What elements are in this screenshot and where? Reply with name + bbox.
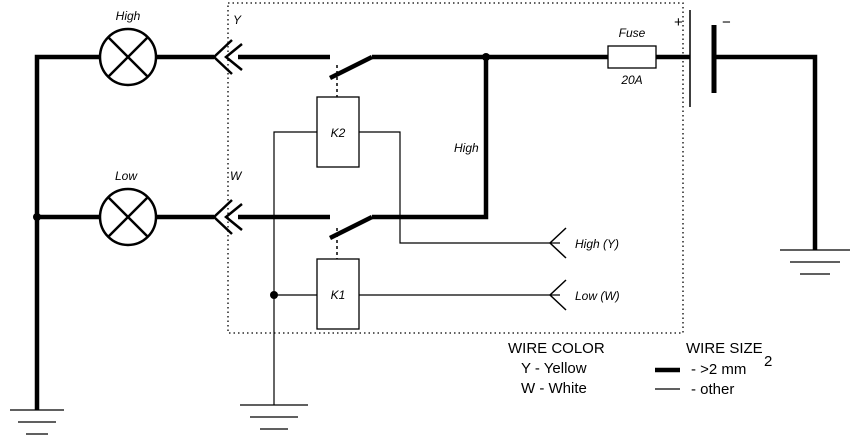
battery-plus-label: +	[674, 14, 683, 31]
connector-y: Y	[212, 13, 243, 75]
junction-dot-left	[33, 213, 41, 221]
fuse-rating: 20A	[620, 73, 642, 87]
legend-size-thick: - >2 mm	[691, 361, 746, 378]
legend-size-thick-sup: 2	[764, 353, 772, 370]
ground-left	[10, 409, 64, 435]
high-lamp-label: High	[116, 9, 141, 23]
legend-color-yellow: Y - Yellow	[521, 360, 587, 377]
low-lamp-label: Low	[115, 169, 138, 183]
relay-k1: K1	[316, 228, 360, 330]
low-input-connector: Low (W)	[548, 279, 620, 311]
high-wire-label: High	[454, 141, 479, 155]
thick-wires	[34, 54, 818, 410]
low-input-label: Low (W)	[575, 289, 620, 303]
thin-wires	[273, 131, 560, 405]
relay-module-outline	[227, 2, 684, 334]
low-beam-lamp: Low	[98, 169, 158, 247]
connector-w: W	[212, 169, 243, 235]
junction-dot-high	[482, 53, 490, 61]
legend-color-white: W - White	[521, 380, 587, 397]
high-beam-lamp: High	[98, 9, 158, 87]
legend-color-title: WIRE COLOR	[508, 340, 605, 357]
relay-k2: K2	[316, 65, 360, 168]
battery-minus-label: −	[722, 14, 731, 31]
ground-center	[240, 404, 308, 430]
legend-size-title: WIRE SIZE	[686, 340, 763, 357]
fuse: Fuse 20A	[607, 26, 657, 87]
connector-w-label: W	[230, 169, 243, 183]
legend-size-thin: - other	[691, 381, 734, 398]
ground-right	[780, 249, 850, 275]
relay-k2-label: K2	[331, 126, 346, 140]
relay-k1-label: K1	[331, 288, 346, 302]
connector-y-label: Y	[233, 13, 242, 27]
high-input-connector: High (Y)	[548, 227, 619, 259]
fuse-label: Fuse	[619, 26, 646, 40]
battery: + −	[674, 10, 731, 107]
high-input-label: High (Y)	[575, 237, 619, 251]
legend: WIRE COLOR Y - Yellow W - White WIRE SIZ…	[508, 340, 772, 398]
